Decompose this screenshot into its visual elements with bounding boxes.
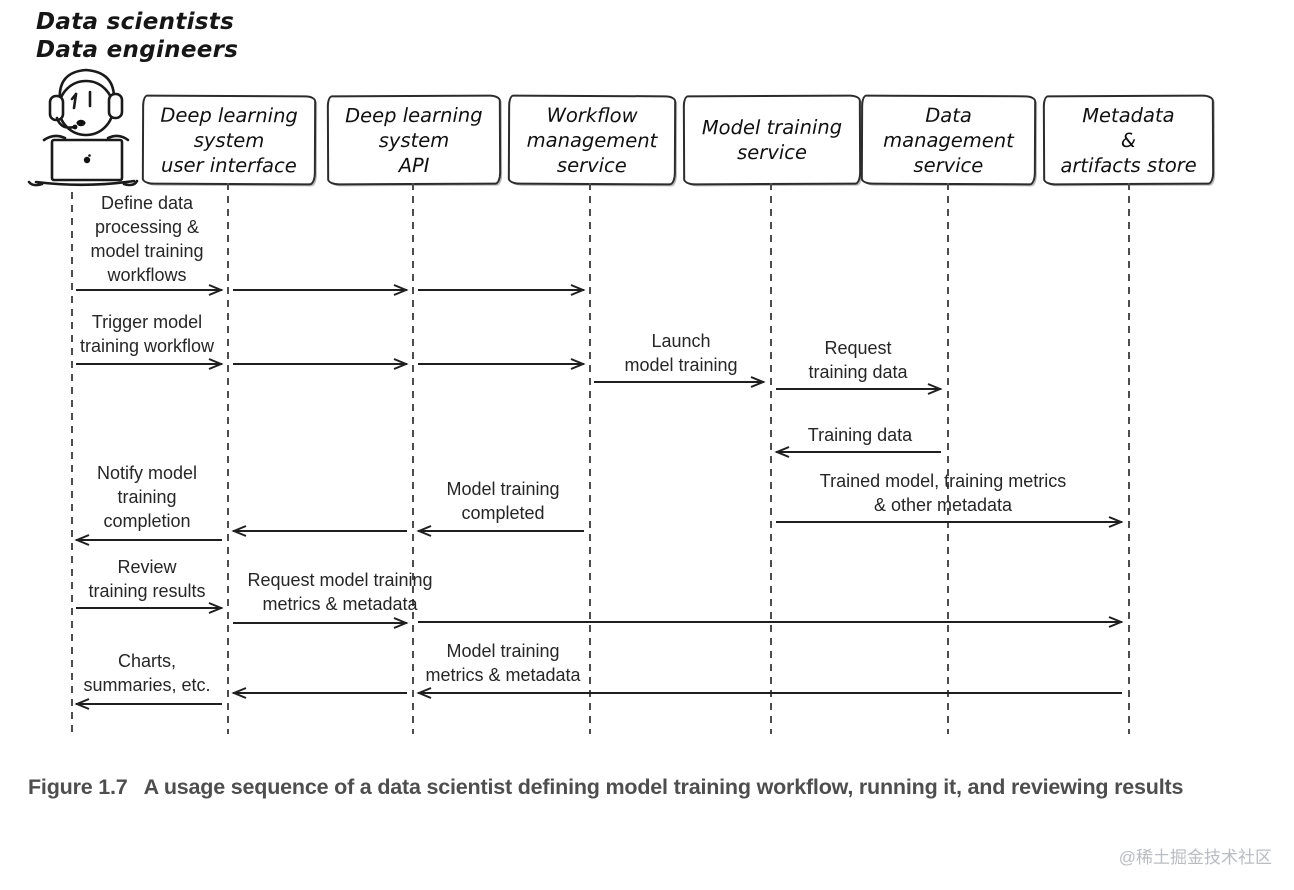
actor-caption: Data scientists Data engineers xyxy=(36,9,239,63)
message-label-request-training-data: Request training data xyxy=(808,338,908,382)
figure-caption: Figure 1.7 A usage sequence of a data sci… xyxy=(28,771,1218,804)
message-label-launch-training: Launch model training xyxy=(624,331,738,375)
message-arrow-trigger-workflow-3 xyxy=(418,358,586,370)
message-arrow-training-completed-1 xyxy=(416,525,584,537)
lifeline-metadata-store xyxy=(1128,183,1130,734)
watermark: @稀土掘金技术社区 xyxy=(1118,848,1272,867)
message-label-trained-model-metadata: Trained model, training metrics & other … xyxy=(819,471,1067,515)
message-arrow-request-metrics-1 xyxy=(233,617,409,629)
message-label-trigger-workflow: Trigger model training workflow xyxy=(79,312,215,356)
message-arrow-charts-summaries xyxy=(74,698,222,710)
message-arrow-define-workflows-1 xyxy=(76,284,224,296)
figure-caption-text: A usage sequence of a data scientist def… xyxy=(143,775,1184,799)
lifeline-data-mgmt xyxy=(947,183,949,734)
message-arrow-define-workflows-3 xyxy=(418,284,586,296)
figure-caption-number: Figure 1.7 xyxy=(28,775,128,799)
message-arrow-training-data xyxy=(774,446,941,458)
message-arrow-request-training-data xyxy=(776,383,943,395)
message-label-define-workflows: Define data processing & model training … xyxy=(90,193,204,285)
lifeline-dl-ui xyxy=(227,183,229,734)
message-label-charts-summaries: Charts, summaries, etc. xyxy=(83,651,211,695)
message-arrow-launch-training xyxy=(594,376,766,388)
message-label-notify-completion: Notify model training completion xyxy=(96,463,198,531)
message-arrow-trigger-workflow-2 xyxy=(233,358,409,370)
message-arrow-review-results xyxy=(76,602,224,614)
message-arrow-metrics-response-2 xyxy=(231,687,407,699)
lifeline-dl-api xyxy=(412,183,414,734)
lifeline-model-training xyxy=(770,183,772,734)
message-arrow-request-metrics-2 xyxy=(418,616,1124,628)
lifeline-actor xyxy=(71,192,73,734)
lifeline-workflow-mgmt xyxy=(589,183,591,734)
message-arrow-trained-model-metadata xyxy=(776,516,1124,528)
message-label-request-metrics: Request model training metrics & metadat… xyxy=(247,570,433,614)
message-arrow-trigger-workflow-1 xyxy=(76,358,224,370)
message-label-training-data: Training data xyxy=(807,425,913,445)
message-arrow-define-workflows-2 xyxy=(233,284,409,296)
message-arrow-training-completed-2 xyxy=(231,525,407,537)
message-label-metrics-response: Model training metrics & metadata xyxy=(425,641,581,685)
message-label-training-completed: Model training completed xyxy=(446,479,560,523)
message-arrow-metrics-response-1 xyxy=(416,687,1122,699)
message-label-review-results: Review training results xyxy=(88,557,206,601)
person-at-laptop-icon xyxy=(27,68,139,187)
message-arrow-notify-completion xyxy=(74,534,222,546)
